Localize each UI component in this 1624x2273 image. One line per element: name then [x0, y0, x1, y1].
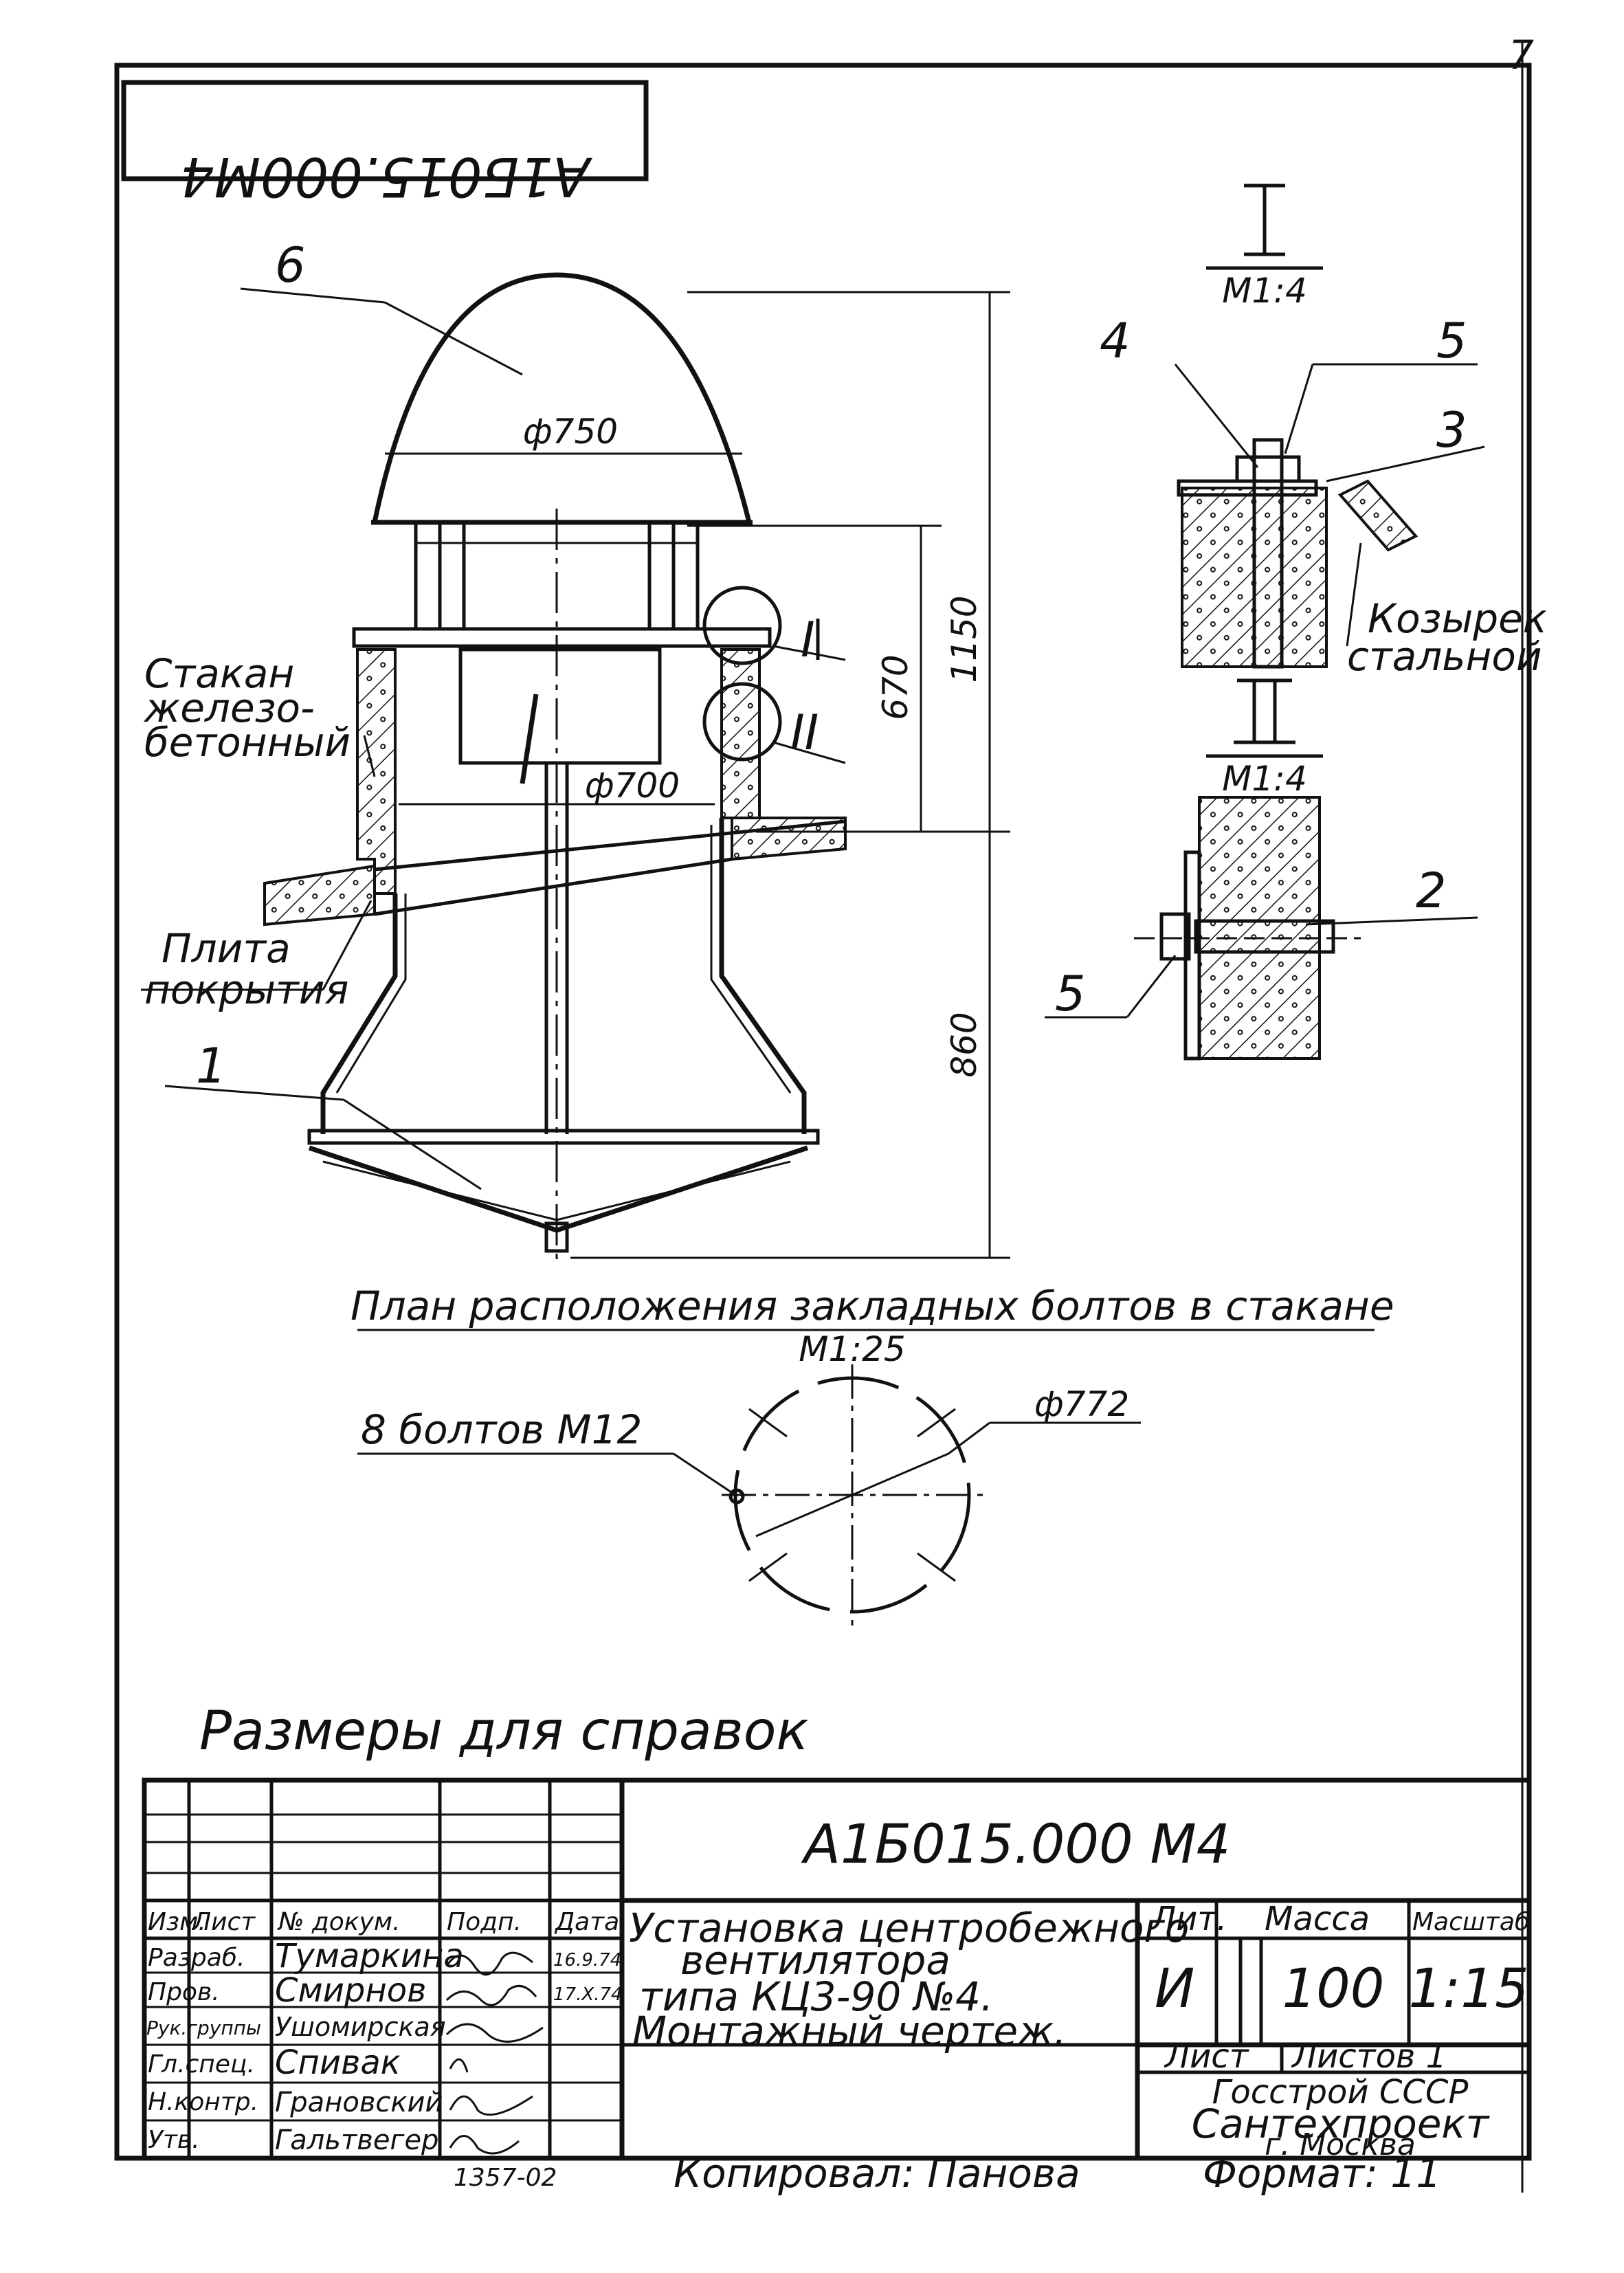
title-block	[142, 1777, 1532, 2161]
dim-860: 860	[944, 1012, 984, 1077]
section-I	[1174, 184, 1485, 669]
label-kozyrek-1: Козырек	[1368, 595, 1547, 642]
org-line-3: г. Москва	[1265, 2127, 1416, 2162]
dimensions-main	[385, 291, 1010, 1259]
hdr-list: Лист	[191, 1908, 256, 1936]
hdr-date: Дата	[554, 1908, 619, 1936]
row-role-4: Н.контр.	[148, 2088, 258, 2116]
row-name-2: Ушомирская	[275, 2012, 446, 2042]
callout-6: 6	[275, 237, 306, 293]
row-name-5: Гальтвегер	[275, 2125, 438, 2156]
sheet-label: Лист	[1164, 2037, 1250, 2076]
title-line-1: Установка центробежного	[629, 1905, 1189, 1951]
section-II	[1045, 678, 1478, 1061]
footer-copied: Копировал: Панова	[674, 2150, 1080, 2197]
row-name-4: Грановский	[275, 2087, 443, 2118]
label-stakan-1: Стакан	[144, 650, 294, 697]
label-plita-1: Плита	[162, 925, 291, 972]
sheet-number: 7	[1509, 32, 1534, 78]
callout-3: 3	[1436, 402, 1467, 458]
lit-header: Лит.	[1150, 1900, 1227, 1938]
label-kozyrek-2: стальной	[1347, 633, 1542, 680]
cap-dome	[371, 272, 753, 525]
drawing-number-top: А1Б015.000М4	[180, 145, 593, 207]
label-stakan-3: бетонный	[144, 719, 351, 766]
title-line-3: типа КЦ3-90 №4.	[639, 1973, 993, 2020]
detail-circle-I	[702, 586, 782, 665]
hdr-izm: Изм.	[148, 1908, 206, 1936]
hdr-sign: Подп.	[447, 1908, 522, 1936]
drawing-number-box: А1Б015.000М4	[121, 80, 649, 207]
dim-1150: 1150	[944, 595, 984, 683]
scale-header: Масштаб	[1412, 1908, 1530, 1936]
plan-bolts: 8 болтов М12	[361, 1406, 642, 1453]
label-plita-2: покрытия	[144, 966, 348, 1013]
mass-value: 100	[1282, 1958, 1385, 2020]
row-name-0: Тумаркина	[275, 1937, 464, 1975]
detail-circle-II	[702, 682, 782, 762]
row-date-0: 16.9.74	[553, 1950, 621, 1971]
plan-scale: М1:25	[799, 1329, 905, 1369]
row-name-1: Смирнов	[275, 1971, 426, 2010]
plan-title: План расположения закладных болтов в ста…	[351, 1283, 1394, 1329]
leaders	[141, 287, 523, 1190]
row-role-2: Рук.группы	[146, 2017, 261, 2039]
label-stakan-2: железо-	[143, 685, 315, 731]
row-role-3: Гл.спец.	[148, 2050, 255, 2078]
section-mark-I: I	[801, 612, 815, 668]
section-II-scale: М1:4	[1222, 759, 1307, 799]
bolt-plan	[357, 1329, 1375, 1626]
org-line-2: Сантехпроект	[1192, 2100, 1491, 2147]
callout-2: 2	[1416, 863, 1447, 919]
row-name-3: Спивак	[275, 2043, 401, 2082]
dim-d700: ф700	[585, 766, 680, 806]
title-line-2: вентилятора	[680, 1937, 950, 1984]
dim-d750: ф750	[523, 412, 618, 452]
lit-value: И	[1155, 1958, 1194, 2020]
footer-order: 1357-02	[454, 2164, 557, 2192]
note-reference-sizes: Размеры для справок	[199, 1700, 809, 1762]
hdr-doc: № докум.	[277, 1908, 400, 1936]
main-assembly	[263, 272, 847, 1265]
title-line-4: Монтажный чертеж.	[632, 2008, 1067, 2054]
mass-header: Масса	[1265, 1900, 1370, 1938]
dim-670: 670	[876, 654, 915, 720]
sheets-label: Листов 1	[1291, 2037, 1447, 2076]
callout-1: 1	[196, 1038, 227, 1094]
row-role-1: Пров.	[148, 1978, 220, 2006]
signatures	[445, 1951, 544, 2155]
callout-4: 4	[1100, 313, 1131, 369]
callout-5b: 5	[1055, 966, 1086, 1022]
row-role-0: Разраб.	[148, 1944, 245, 1972]
drawing-number-main: А1Б015.000 М4	[801, 1814, 1231, 1876]
row-role-5: Утв.	[148, 2126, 200, 2154]
footer-format: Формат: 11	[1203, 2150, 1441, 2197]
scale-value: 1:15	[1408, 1958, 1528, 2020]
callout-5a: 5	[1436, 313, 1467, 369]
section-I-scale: М1:4	[1222, 271, 1307, 311]
section-mark-II: II	[790, 705, 819, 761]
dim-d772: ф772	[1034, 1384, 1129, 1424]
org-line-1: Госстрой СССР	[1212, 2073, 1469, 2111]
row-date-1: 17.X.74	[553, 1984, 623, 2005]
